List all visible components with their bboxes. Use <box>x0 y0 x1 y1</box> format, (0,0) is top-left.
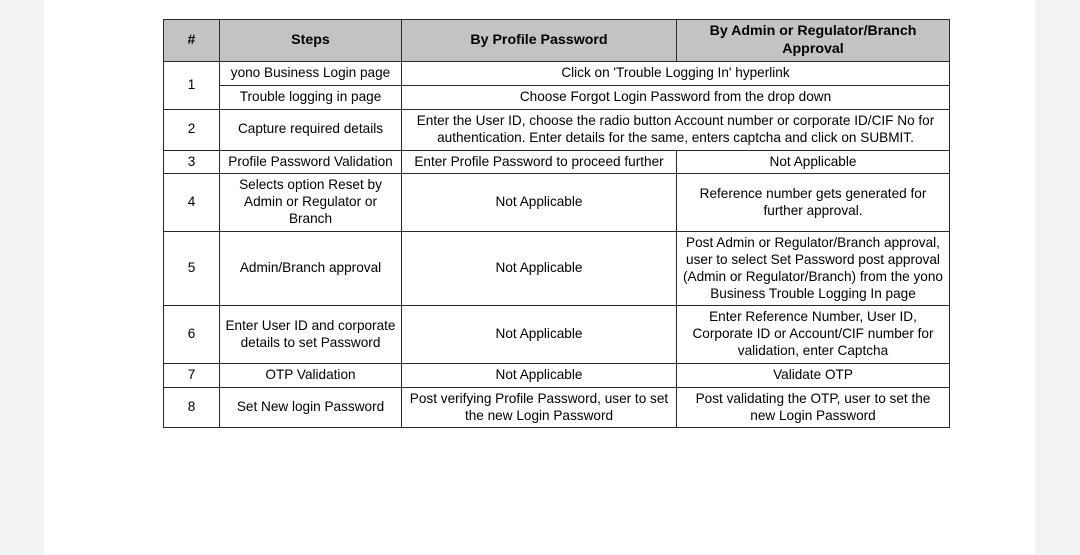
admin-approval-cell-7: Validate OTP <box>676 362 950 388</box>
row-number-7: 7 <box>163 362 220 388</box>
table-row: 5 Admin/Branch approval Not Applicable P… <box>163 230 950 307</box>
procedure-table-container: # Steps By Profile Password By Admin or … <box>163 18 950 429</box>
merged-description-2: Enter the User ID, choose the radio butt… <box>401 108 950 151</box>
table-header: # Steps By Profile Password By Admin or … <box>163 18 950 63</box>
profile-password-cell-4: Not Applicable <box>401 173 677 232</box>
profile-password-cell-3: Enter Profile Password to proceed furthe… <box>401 149 677 175</box>
profile-password-cell-5: Not Applicable <box>401 230 677 307</box>
table-row: 2 Capture required details Enter the Use… <box>163 108 950 151</box>
profile-password-cell-6: Not Applicable <box>401 305 677 364</box>
merged-description-1b: Choose Forgot Login Password from the dr… <box>401 85 950 110</box>
step-description-4: Selects option Reset by Admin or Regulat… <box>219 173 402 232</box>
step-description-2: Capture required details <box>219 108 402 151</box>
step-description-7: OTP Validation <box>219 362 402 388</box>
table-body: 1 yono Business Login page Click on 'Tro… <box>163 61 950 429</box>
row-number-1: 1 <box>163 61 220 110</box>
admin-approval-cell-3: Not Applicable <box>676 149 950 175</box>
row-number-4: 4 <box>163 173 220 232</box>
step-description-1b: Trouble logging in page <box>219 85 402 110</box>
row-number-3: 3 <box>163 149 220 175</box>
table-row: 4 Selects option Reset by Admin or Regul… <box>163 173 950 232</box>
header-by-profile-password: By Profile Password <box>401 18 677 63</box>
step-description-5: Admin/Branch approval <box>219 230 402 307</box>
row-number-6: 6 <box>163 305 220 364</box>
profile-password-cell-8: Post verifying Profile Password, user to… <box>401 386 677 429</box>
row-number-2: 2 <box>163 108 220 151</box>
row-number-5: 5 <box>163 230 220 307</box>
step-description-8: Set New login Password <box>219 386 402 429</box>
table-row: 1 yono Business Login page Click on 'Tro… <box>163 61 950 110</box>
admin-approval-cell-8: Post validating the OTP, user to set the… <box>676 386 950 429</box>
table-row: Trouble logging in page Choose Forgot Lo… <box>164 85 950 110</box>
merged-description-1a: Click on 'Trouble Logging In' hyperlink <box>401 61 950 87</box>
step-description-6: Enter User ID and corporate details to s… <box>219 305 402 364</box>
document-page: # Steps By Profile Password By Admin or … <box>44 0 1035 555</box>
step-description-1a: yono Business Login page <box>219 61 402 87</box>
table-row: 7 OTP Validation Not Applicable Validate… <box>163 362 950 388</box>
admin-approval-cell-4: Reference number gets generated for furt… <box>676 173 950 232</box>
header-by-admin-approval: By Admin or Regulator/Branch Approval <box>676 18 950 63</box>
step-description-3: Profile Password Validation <box>219 149 402 175</box>
admin-approval-cell-6: Enter Reference Number, User ID, Corpora… <box>676 305 950 364</box>
table-row: 3 Profile Password Validation Enter Prof… <box>163 149 950 175</box>
table-row: 6 Enter User ID and corporate details to… <box>163 305 950 364</box>
password-reset-procedure-table: # Steps By Profile Password By Admin or … <box>163 18 950 429</box>
row-number-8: 8 <box>163 386 220 429</box>
header-number: # <box>163 18 220 63</box>
table-header-row: # Steps By Profile Password By Admin or … <box>163 18 950 63</box>
profile-password-cell-7: Not Applicable <box>401 362 677 388</box>
table-row: 8 Set New login Password Post verifying … <box>163 386 950 429</box>
header-steps: Steps <box>219 18 402 63</box>
admin-approval-cell-5: Post Admin or Regulator/Branch approval,… <box>676 230 950 307</box>
